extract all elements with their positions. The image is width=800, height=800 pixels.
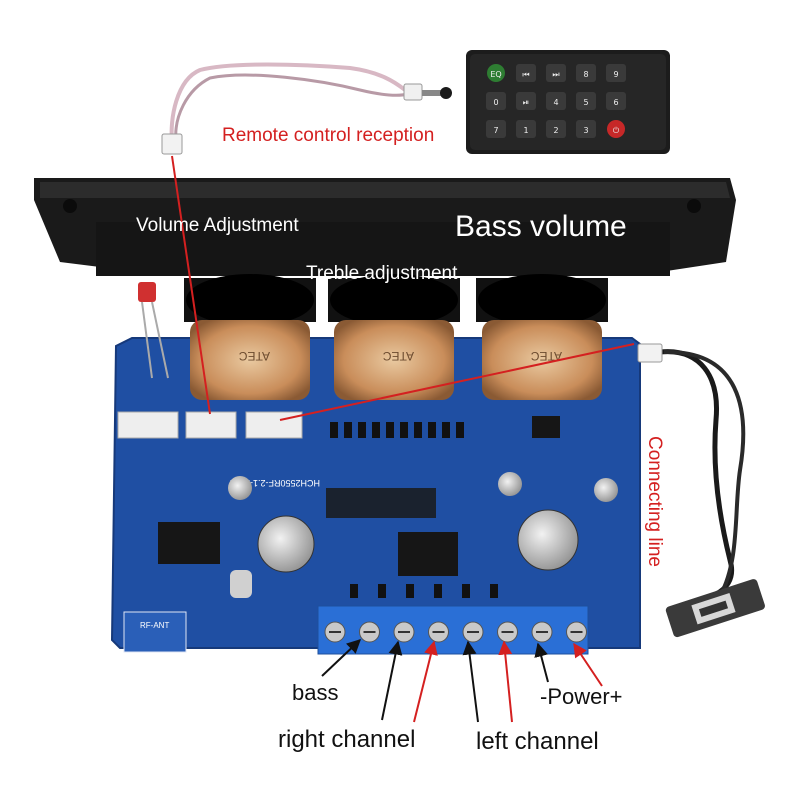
bass-knob: ATEC (476, 274, 608, 400)
remote-control: EQ ⏮ ⏭ 8 9 0 ⏯ 4 5 6 7 1 2 3 ⏻ (466, 50, 670, 154)
remote-key: ⏭ (546, 64, 566, 82)
antenna-label: RF-ANT (140, 621, 169, 630)
front-panel (34, 178, 736, 276)
usb-cable (637, 343, 765, 638)
knob-brand-label: ATEC (239, 349, 270, 363)
connecting-line-label: Connecting line (644, 436, 665, 567)
bass-volume-label: Bass volume (455, 210, 627, 243)
svg-text:EQ: EQ (490, 70, 501, 79)
bass-terminal-label: bass (292, 680, 339, 705)
ir-receiver-cable (161, 62, 452, 155)
remote-key: 9 (606, 64, 626, 82)
remote-key: 2 (546, 120, 566, 138)
svg-text:⏭: ⏭ (552, 70, 559, 79)
volume-knob: ATEC (184, 274, 316, 400)
svg-text:1: 1 (523, 126, 528, 135)
annotation-arrows (171, 155, 635, 723)
pcb: RF-ANT HCH2550RF-2.1-2022 (110, 337, 641, 653)
svg-text:5: 5 (583, 98, 588, 107)
remote-key: ⏯ (516, 92, 536, 110)
board-model-label: HCH2550RF-2.1-2022 (230, 478, 320, 488)
right-channel-label: right channel (278, 726, 416, 753)
potentiometers: ATEC ATEC ATEC (184, 274, 608, 400)
svg-text:9: 9 (613, 70, 618, 79)
knob-brand-label: ATEC (531, 349, 562, 363)
svg-text:7: 7 (493, 126, 498, 135)
remote-control-label: Remote control reception (222, 125, 435, 146)
svg-text:6: 6 (613, 98, 618, 107)
remote-key: 6 (606, 92, 626, 110)
svg-text:0: 0 (493, 98, 498, 107)
svg-text:2: 2 (553, 126, 558, 135)
volume-adjustment-label: Volume Adjustment (136, 215, 299, 236)
remote-key: 5 (576, 92, 596, 110)
svg-text:⏯: ⏯ (523, 98, 529, 107)
svg-text:4: 4 (553, 98, 558, 107)
remote-key: 3 (576, 120, 596, 138)
power-terminal-label: -Power+ (540, 684, 623, 709)
remote-key: 1 (516, 120, 536, 138)
ir-sensor (138, 282, 169, 379)
remote-key: 8 (576, 64, 596, 82)
knob-brand-label: ATEC (383, 349, 414, 363)
remote-key: ⏮ (516, 64, 536, 82)
svg-text:⏮: ⏮ (522, 70, 529, 79)
remote-key: EQ (487, 64, 505, 82)
svg-text:3: 3 (583, 126, 588, 135)
left-channel-label: left channel (476, 728, 599, 755)
svg-text:⏻: ⏻ (613, 126, 620, 135)
terminal-block (317, 605, 589, 655)
treble-knob: ATEC (328, 274, 460, 400)
remote-key: 7 (486, 120, 506, 138)
svg-text:8: 8 (583, 70, 588, 79)
remote-key: ⏻ (607, 120, 625, 138)
remote-key: 0 (486, 92, 506, 110)
treble-adjustment-label: Treble adjustment (306, 263, 458, 284)
remote-key: 4 (546, 92, 566, 110)
